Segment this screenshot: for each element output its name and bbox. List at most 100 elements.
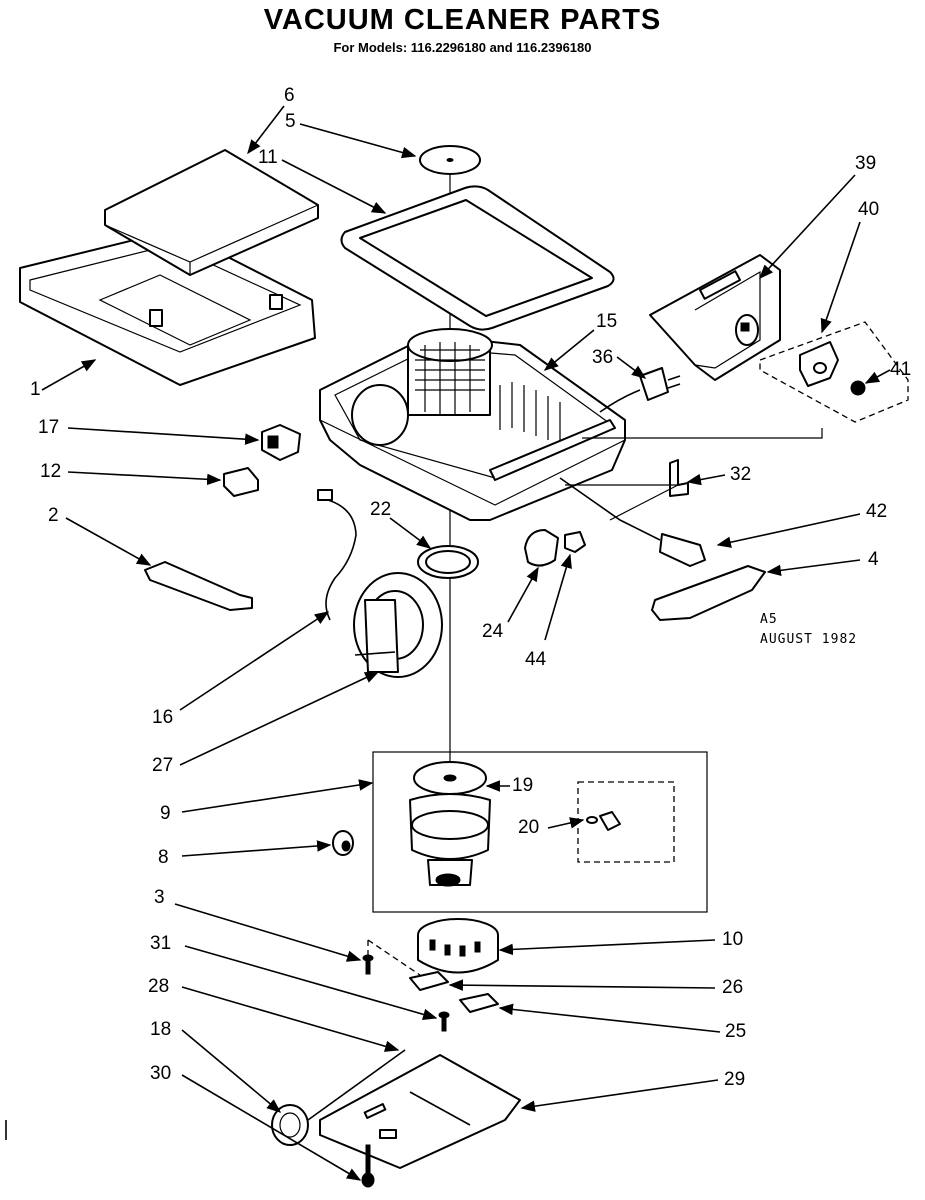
leader-2 <box>65 517 152 566</box>
label-part-41: 41 <box>890 359 912 380</box>
motor-group-outline <box>372 751 708 913</box>
block-part <box>223 467 259 497</box>
cord-connector-part <box>559 477 706 567</box>
bag-latch-part <box>799 341 839 387</box>
label-part-26: 26 <box>722 977 744 998</box>
label-part-29: 29 <box>724 1069 746 1090</box>
main-housing-part <box>319 328 626 521</box>
label-part-18: 18 <box>150 1019 172 1040</box>
leader-24 <box>507 566 539 623</box>
label-part-16: 16 <box>152 707 174 728</box>
label-part-27: 27 <box>152 755 174 776</box>
leader-31 <box>184 945 438 1020</box>
leader-15 <box>543 329 595 371</box>
switch-part <box>261 424 301 461</box>
leader-12 <box>67 471 222 486</box>
label-part-19: 19 <box>512 775 534 796</box>
label-part-2: 2 <box>48 505 59 526</box>
leader-1 <box>41 359 97 391</box>
leader-44 <box>544 553 572 641</box>
bracket-connector-line <box>582 428 823 439</box>
power-plug-part <box>599 367 681 413</box>
label-part-24: 24 <box>482 621 504 642</box>
screw-part-31 <box>438 1011 450 1032</box>
leader-30 <box>181 1074 362 1181</box>
leader-40 <box>820 221 861 334</box>
wheel-part <box>271 1104 309 1146</box>
gasket-frame-part <box>340 185 615 331</box>
label-part-9: 9 <box>160 803 171 824</box>
leader-32 <box>686 473 726 486</box>
label-part-8: 8 <box>158 847 169 868</box>
label-part-22: 22 <box>370 499 392 520</box>
leader-26 <box>448 979 716 991</box>
leader-29 <box>520 1079 719 1112</box>
cap-part <box>332 830 354 856</box>
handle-part <box>651 565 766 621</box>
leader-5 <box>299 123 417 159</box>
motor-part <box>409 761 491 887</box>
label-part-1: 1 <box>30 379 41 400</box>
label-part-42: 42 <box>866 501 888 522</box>
label-part-11: 11 <box>258 147 278 168</box>
leader-4 <box>766 559 861 577</box>
label-part-12: 12 <box>40 461 62 482</box>
label-part-30: 30 <box>150 1063 172 1084</box>
base-plate-part <box>319 1054 521 1169</box>
fan-housing-part <box>417 918 499 974</box>
cord-reel-part <box>317 489 443 678</box>
leader-11 <box>281 159 387 214</box>
carbon-brush-part <box>586 811 621 831</box>
page-title: VACUUM CLEANER PARTS <box>263 4 662 36</box>
screw-part-30 <box>361 1144 375 1188</box>
label-part-5: 5 <box>285 111 296 132</box>
nut-part <box>850 380 866 396</box>
label-part-44: 44 <box>525 649 547 670</box>
label-part-39: 39 <box>855 153 877 174</box>
leader-22 <box>389 517 432 549</box>
label-part-25: 25 <box>725 1021 747 1042</box>
knob-part <box>524 529 559 567</box>
dust-bag-part <box>649 254 781 381</box>
leader-10 <box>498 939 716 956</box>
label-part-32: 32 <box>730 464 752 485</box>
cover-tray-part <box>19 229 316 386</box>
label-part-4: 4 <box>868 549 879 570</box>
small-connector-part <box>564 531 586 553</box>
label-part-6: 6 <box>284 85 295 106</box>
leader-8 <box>181 840 332 857</box>
leader-27 <box>179 671 380 766</box>
bracket-part <box>144 561 253 611</box>
leader-16 <box>179 611 330 711</box>
label-part-10: 10 <box>722 929 744 950</box>
leader-17 <box>67 427 260 445</box>
o-ring-part <box>417 545 479 579</box>
pad-part-26 <box>409 971 449 991</box>
cover-lid-part <box>104 149 319 276</box>
label-part-28: 28 <box>148 976 170 997</box>
label-part-17: 17 <box>38 417 60 438</box>
leader-3 <box>174 903 362 962</box>
label-part-15: 15 <box>596 311 618 332</box>
leader-9 <box>181 779 374 813</box>
leader-39 <box>759 174 856 280</box>
label-part-31: 31 <box>150 933 172 954</box>
leader-18 <box>181 1029 282 1113</box>
note-code: A5 <box>760 612 778 627</box>
axle-rod-part <box>307 1049 406 1121</box>
leader-42 <box>716 513 861 548</box>
leader-25 <box>498 1003 721 1033</box>
note-date: AUGUST 1982 <box>760 632 858 647</box>
latch-group-outline <box>759 321 909 423</box>
leader-41 <box>864 369 891 384</box>
leader-20 <box>547 817 585 829</box>
leader-6 <box>247 105 285 155</box>
pad-part-25 <box>459 993 499 1013</box>
leader-28 <box>181 986 400 1052</box>
leader-36 <box>616 356 647 379</box>
clip-part <box>669 459 689 497</box>
page-subtitle: For Models: 116.2296180 and 116.2396180 <box>333 40 592 55</box>
label-part-36: 36 <box>592 347 614 368</box>
label-part-40: 40 <box>858 199 880 220</box>
